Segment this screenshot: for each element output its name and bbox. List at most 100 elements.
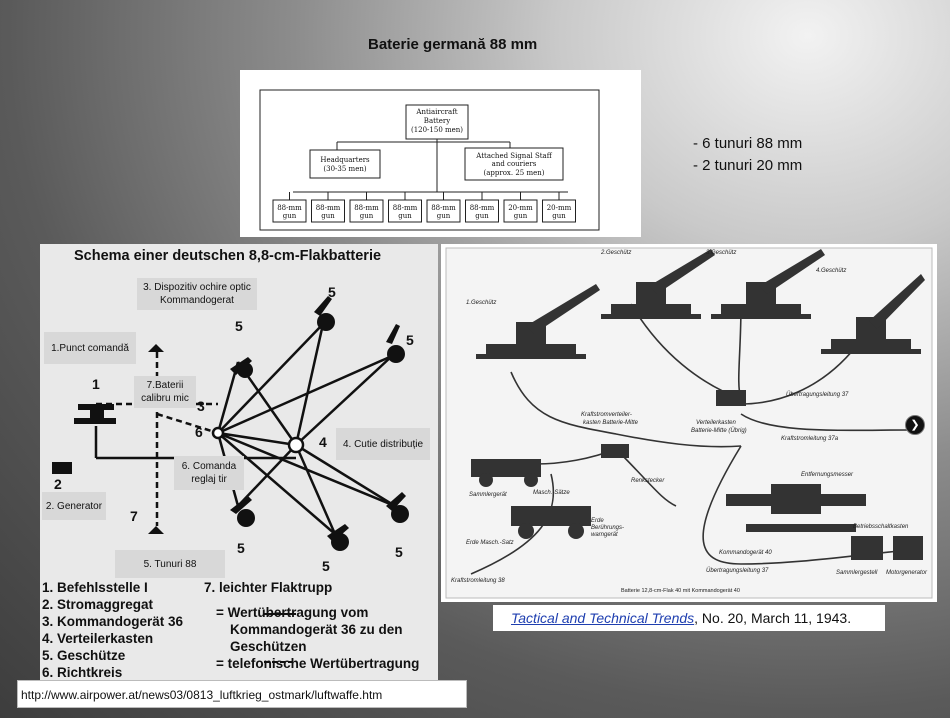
photo-label-vert2: Batterie-Mitte (Übrig) <box>691 427 747 434</box>
caption-link[interactable]: Tactical and Technical Trends <box>511 610 695 626</box>
photo-label-uber1: Übertragungsleitung 37 <box>786 391 849 398</box>
photo-label-kasten: kasten Batterie-Mitte <box>583 420 639 426</box>
org-right-line1: Attached Signal Staff <box>475 152 552 160</box>
photo-label-erde3: warngerät <box>591 532 618 538</box>
label-fire-control: 6. Comanda reglaj tir <box>174 456 244 490</box>
gun-boxes: 88-mmgun88-mmgun88-mmgun88-mmgun88-mmgun… <box>272 192 576 223</box>
photo-label-vert: Verteilerkasten <box>696 420 736 426</box>
photo-label-g2: 2.Geschütz <box>600 250 631 256</box>
gun-number-e: 5 <box>322 558 330 574</box>
source-url[interactable]: http://www.airpower.at/news03/0813_luftk… <box>17 680 467 708</box>
org-gun-label: gun <box>360 212 374 220</box>
generator-icon <box>52 462 72 474</box>
photo-label-g3: 3.Geschütz <box>706 250 736 256</box>
org-gun-label: 20-mm <box>547 204 572 212</box>
org-right-line2: and couriers <box>492 160 537 168</box>
gun-number-f: 5 <box>395 544 403 560</box>
photo-label-kraftl2: Kraftstromleitung 38 <box>451 578 505 584</box>
photo-label-erde2: Berührungs- <box>591 525 624 531</box>
node-6 <box>211 426 225 440</box>
next-slide-button[interactable]: ❯ <box>905 415 925 435</box>
number-6: 6 <box>195 424 203 440</box>
gun-note-88: - 6 tunuri 88 mm <box>693 135 803 152</box>
photo-label-entf: Entfernungsmesser <box>801 472 854 478</box>
legend-2: 2. Stromaggregat <box>42 597 154 612</box>
org-gun-label: gun <box>398 212 412 220</box>
gun-notes: - 6 tunuri 88 mm - 2 tunuri 20 mm <box>693 133 802 177</box>
legend-6: 6. Richtkreis <box>42 665 123 680</box>
org-gun-box <box>465 199 499 223</box>
gun-icons <box>230 296 409 551</box>
number-1: 1 <box>92 376 100 392</box>
org-gun-box <box>311 199 345 223</box>
org-chart-panel: Antiaircraft Battery (120-150 men) Headq… <box>240 70 641 237</box>
org-top-line2: Battery <box>424 117 450 125</box>
number-3: 3 <box>197 398 205 414</box>
legend-solid-line: = Wertübertragung vom <box>216 605 369 620</box>
photo-label-kraft: Kraftstromverteiler- <box>581 412 632 418</box>
legend-solid-line-3: Geschützen <box>230 639 307 654</box>
photo-label-kraftl: Kraftstromleitung 37a <box>781 436 839 442</box>
legend-3: 3. Kommandogerät 36 <box>42 614 184 629</box>
org-gun-box <box>388 199 422 223</box>
gun-number-c: 5 <box>406 332 414 348</box>
technical-drawing: 1.Geschütz 2.Geschütz 3.Geschütz 4.Gesch… <box>445 247 933 599</box>
legend-1: 1. Befehlsstelle I <box>42 580 148 595</box>
org-gun-label: 88-mm <box>316 204 341 212</box>
org-gun-label: 88-mm <box>354 204 379 212</box>
org-gun-box <box>349 199 384 223</box>
org-gun-box <box>426 199 461 223</box>
photo-label-g4: 4.Geschütz <box>816 268 846 274</box>
legend-4: 4. Verteilerkasten <box>42 631 154 646</box>
battery-scheme-panel: Schema einer deutschen 8,8-cm-Flakbatter… <box>40 244 438 684</box>
caption: Tactical and Technical Trends, No. 20, M… <box>493 605 885 631</box>
org-left-line1: Headquarters <box>320 156 370 164</box>
photo-label-uber2: Übertragungsleitung 37 <box>706 567 769 574</box>
slide-title: Baterie germană 88 mm <box>368 36 538 53</box>
legend-7: 7. leichter Flaktrupp <box>204 580 333 595</box>
scheme-title: Schema einer deutschen 8,8-cm-Flakbatter… <box>74 248 382 264</box>
org-gun-label: 20-mm <box>508 204 533 212</box>
label-command: 1.Punct comandă <box>44 332 136 364</box>
org-gun-label: gun <box>283 212 297 220</box>
photo-label-motor: Motorgenerator <box>886 570 928 576</box>
org-gun-label: 88-mm <box>277 204 302 212</box>
photo-label-bottom: Batterie 12,8-cm-Flak 40 mit Kommandoger… <box>621 588 740 594</box>
photo-label-betr: Betriebsschaltkasten <box>853 524 909 530</box>
org-chart-diagram: Antiaircraft Battery (120-150 men) Headq… <box>259 89 600 231</box>
number-7: 7 <box>130 508 138 524</box>
gun-number-d: 5 <box>237 540 245 556</box>
org-gun-label: gun <box>437 212 451 220</box>
org-gun-box <box>272 199 307 223</box>
org-gun-label: 88-mm <box>470 204 495 212</box>
photo-label-g1: 1.Geschütz <box>466 300 496 306</box>
label-generator: 2. Generator <box>42 492 106 520</box>
legend-solid-line-2: Kommandogerät 36 zu den <box>230 622 403 637</box>
legend-dashed-line: = telefonische Wertübertragung <box>216 656 420 671</box>
label-distribution: 4. Cutie distribuție <box>336 428 430 460</box>
node-4 <box>287 436 305 454</box>
org-top-line1: Antiaircraft <box>415 108 457 116</box>
org-gun-box <box>503 199 538 223</box>
photo-label-erde: Erde <box>591 518 604 524</box>
org-gun-label: 88-mm <box>431 204 456 212</box>
technical-drawing-panel: 1.Geschütz 2.Geschütz 3.Geschütz 4.Gesch… <box>441 244 937 602</box>
photo-label-renk: Renkstecker <box>631 478 665 484</box>
number-2: 2 <box>54 476 62 492</box>
gun-number-a: 5 <box>235 318 243 334</box>
label-small-battery: 7.Baterii calibru mic <box>134 376 196 408</box>
photo-label-kommando: Kommandogerät 40 <box>719 550 772 556</box>
org-top-line3: (120-150 men) <box>411 126 463 134</box>
photo-label-masch: Masch.-Sätze <box>533 490 570 496</box>
number-4: 4 <box>319 434 327 450</box>
label-guns: 5. Tunuri 88 <box>115 550 225 578</box>
photo-label-samm: Sammlergerät <box>469 492 507 498</box>
org-left-line2: (30-35 men) <box>323 165 366 173</box>
chevron-right-icon: ❯ <box>910 419 920 431</box>
org-right-line3: (approx. 25 men) <box>484 169 545 177</box>
scheme-diagram <box>52 296 409 663</box>
gun-number-b: 5 <box>328 284 336 300</box>
org-gun-label: 88-mm <box>393 204 418 212</box>
org-gun-label: gun <box>552 212 566 220</box>
gun-note-20: - 2 tunuri 20 mm <box>693 157 803 174</box>
